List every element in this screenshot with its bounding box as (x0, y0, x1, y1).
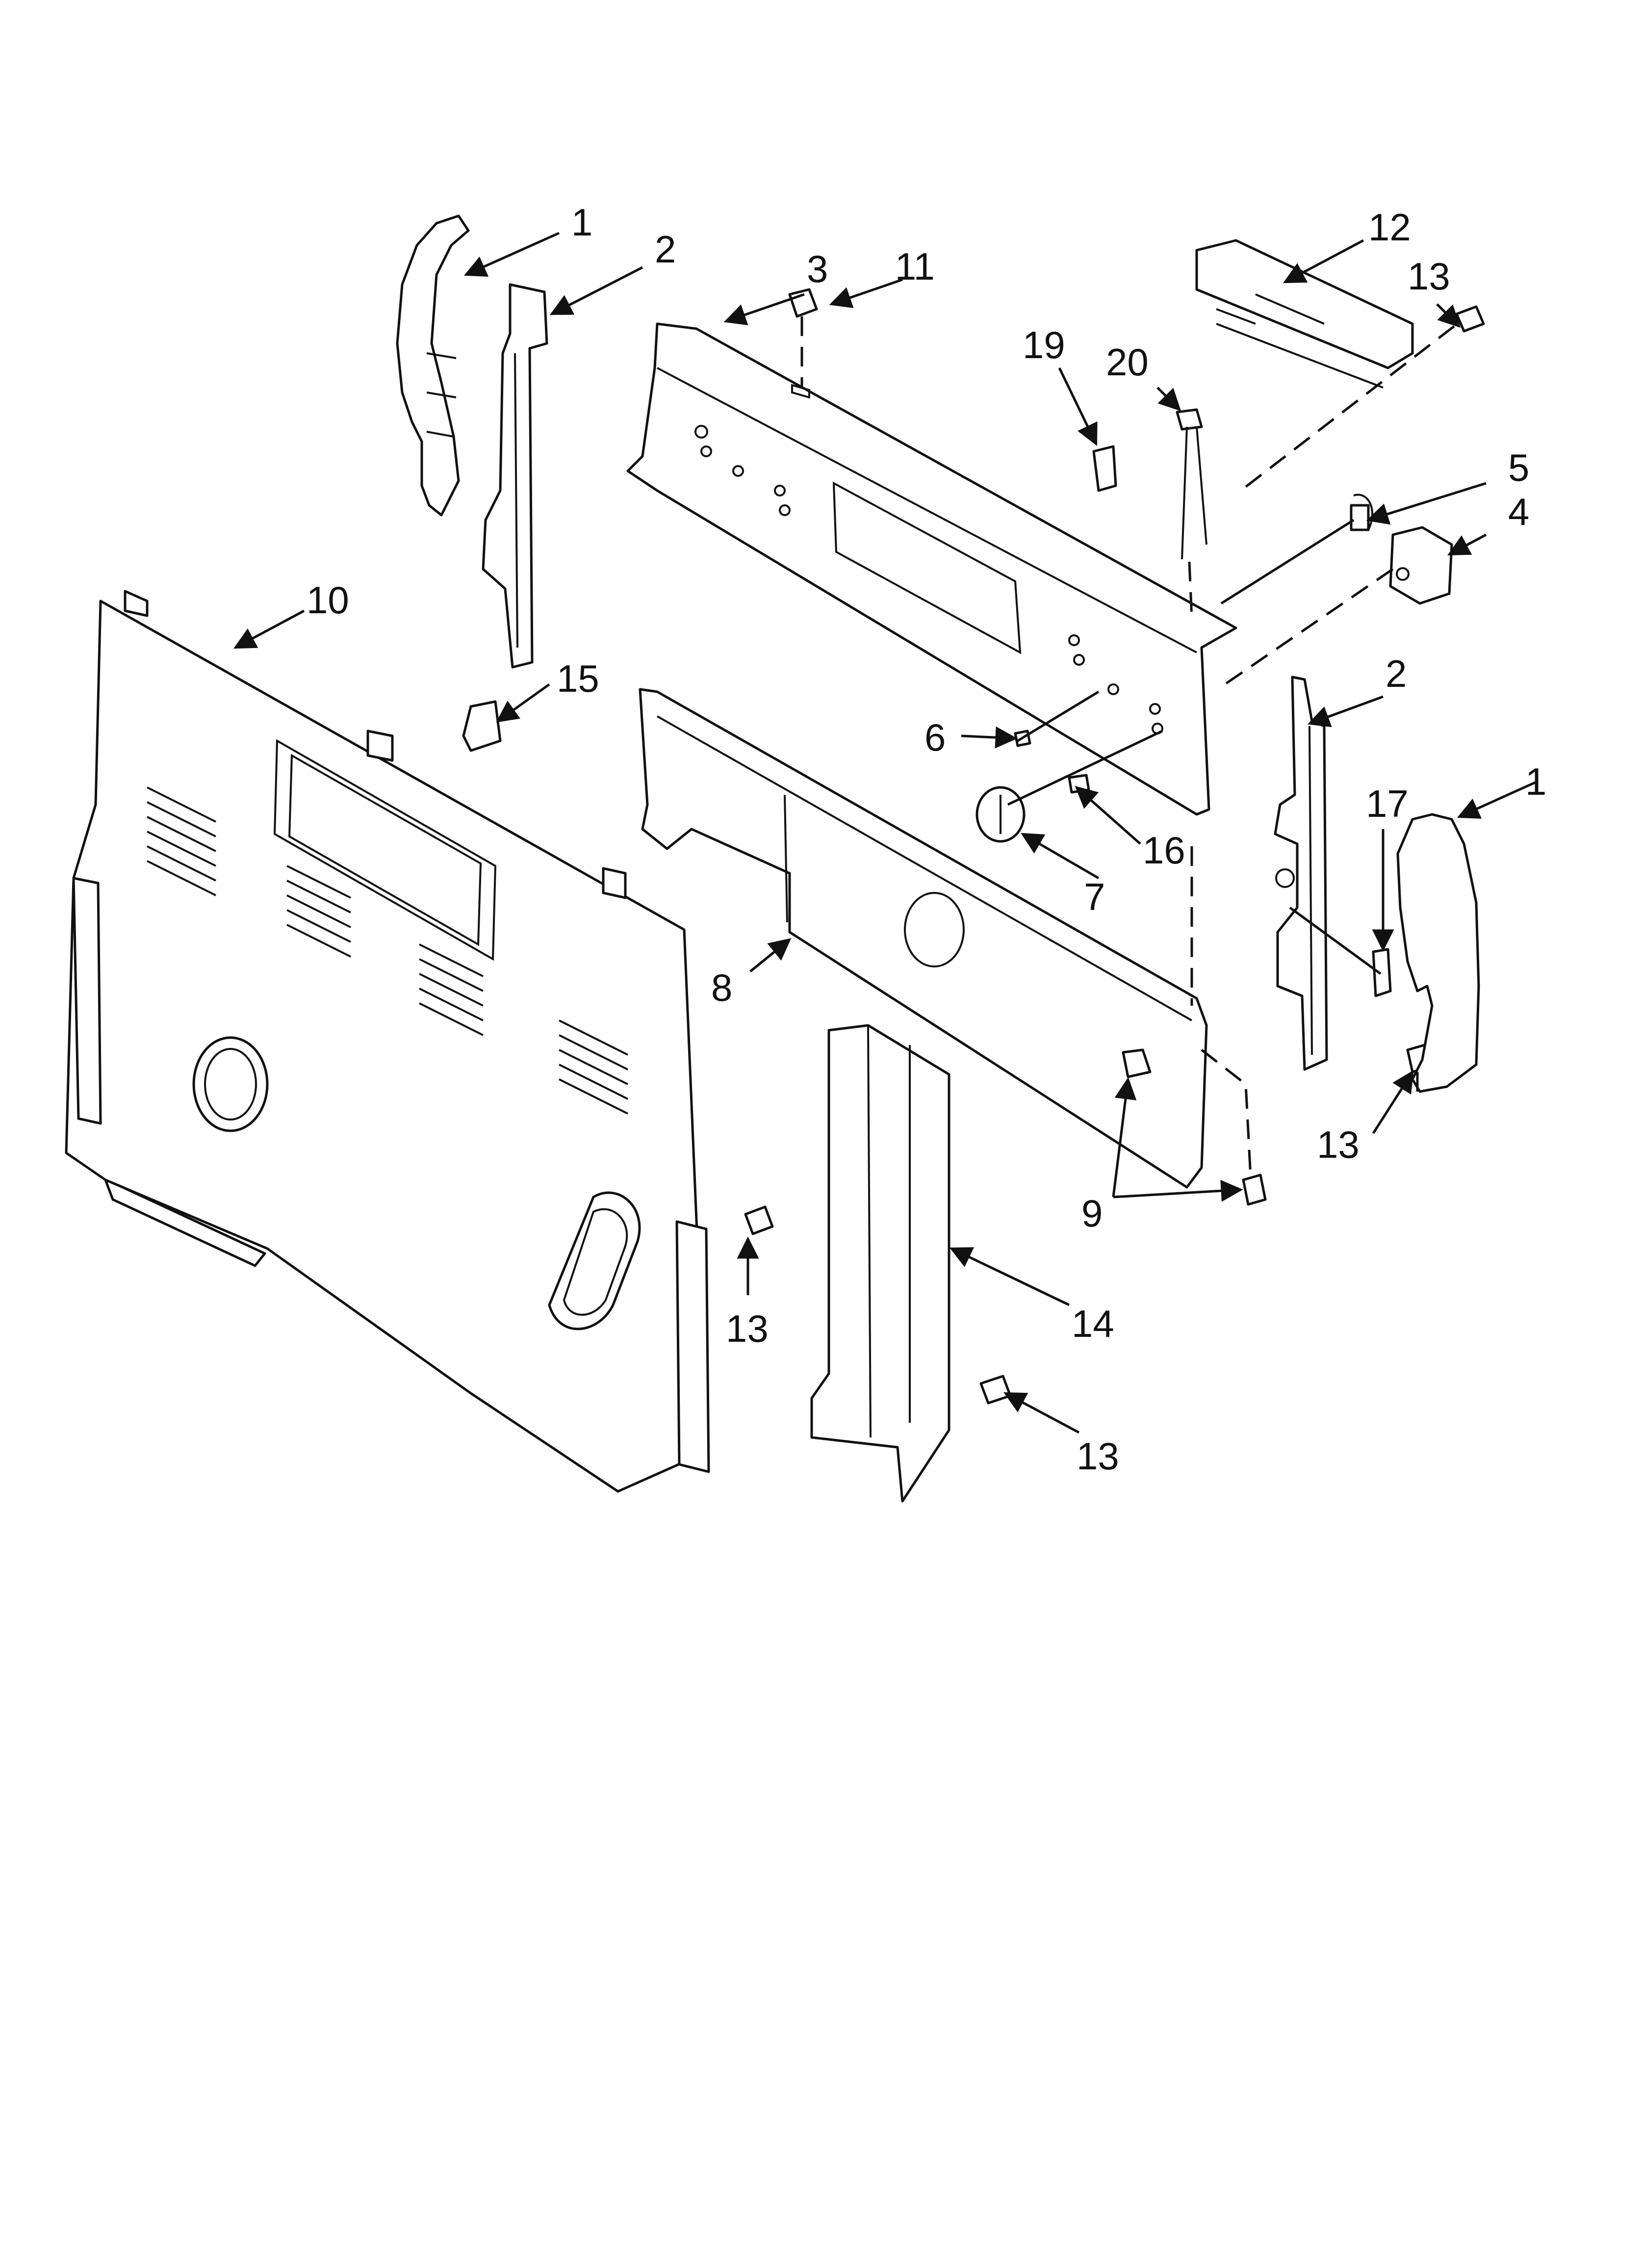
callout-label: 2 (655, 228, 676, 271)
callout-label: 20 (1106, 340, 1149, 384)
callout-label: 13 (726, 1307, 769, 1350)
infinite-switch-part (1389, 526, 1453, 605)
rear-panel-part (65, 590, 710, 1493)
callout-label: 16 (1143, 829, 1185, 872)
callout-label: 15 (557, 657, 599, 700)
vent-louvers (147, 786, 628, 1115)
wire-harness-part (1176, 408, 1207, 560)
electronic-control-part (1195, 239, 1414, 389)
callout-labels: 1 2 3 11 12 13 19 20 5 4 10 15 2 1 6 16 … (307, 201, 1546, 1478)
callout-label: 10 (307, 578, 349, 622)
callout-label: 13 (1408, 255, 1450, 298)
terminal-block-part (1350, 494, 1373, 531)
right-bracket-part (1274, 676, 1328, 1071)
callout-label: 13 (1317, 1123, 1360, 1166)
callout-label: 4 (1508, 490, 1529, 533)
callout-label: 3 (807, 247, 828, 290)
callout-label: 7 (1084, 875, 1105, 918)
callout-label: 9 (1081, 1192, 1103, 1235)
callout-label: 1 (1525, 760, 1546, 803)
callout-label: 1 (571, 201, 592, 244)
lamp-part (1372, 948, 1392, 997)
left-side-trim-part (396, 214, 470, 517)
callout-label: 12 (1368, 206, 1411, 249)
callout-label: 8 (711, 966, 732, 1009)
callout-label: 19 (1023, 323, 1065, 366)
callout-label: 14 (1072, 1302, 1114, 1345)
callout-label: 13 (1077, 1434, 1119, 1478)
indicator-light-part (1092, 445, 1117, 492)
control-panel-part (626, 322, 1237, 816)
vertical-channel-part (810, 1024, 950, 1503)
lower-console-panel-part (639, 688, 1208, 1189)
callout-label: 6 (924, 716, 946, 759)
leader-lines (233, 232, 1536, 1434)
assembly-lines (800, 316, 1455, 1178)
control-knob-part (975, 786, 1026, 843)
callout-label: 11 (895, 245, 935, 288)
callout-label: 17 (1366, 782, 1409, 825)
clip-part (462, 700, 502, 752)
callout-label: 5 (1508, 446, 1529, 489)
left-bracket-part (482, 283, 548, 669)
callout-label: 2 (1385, 652, 1407, 695)
